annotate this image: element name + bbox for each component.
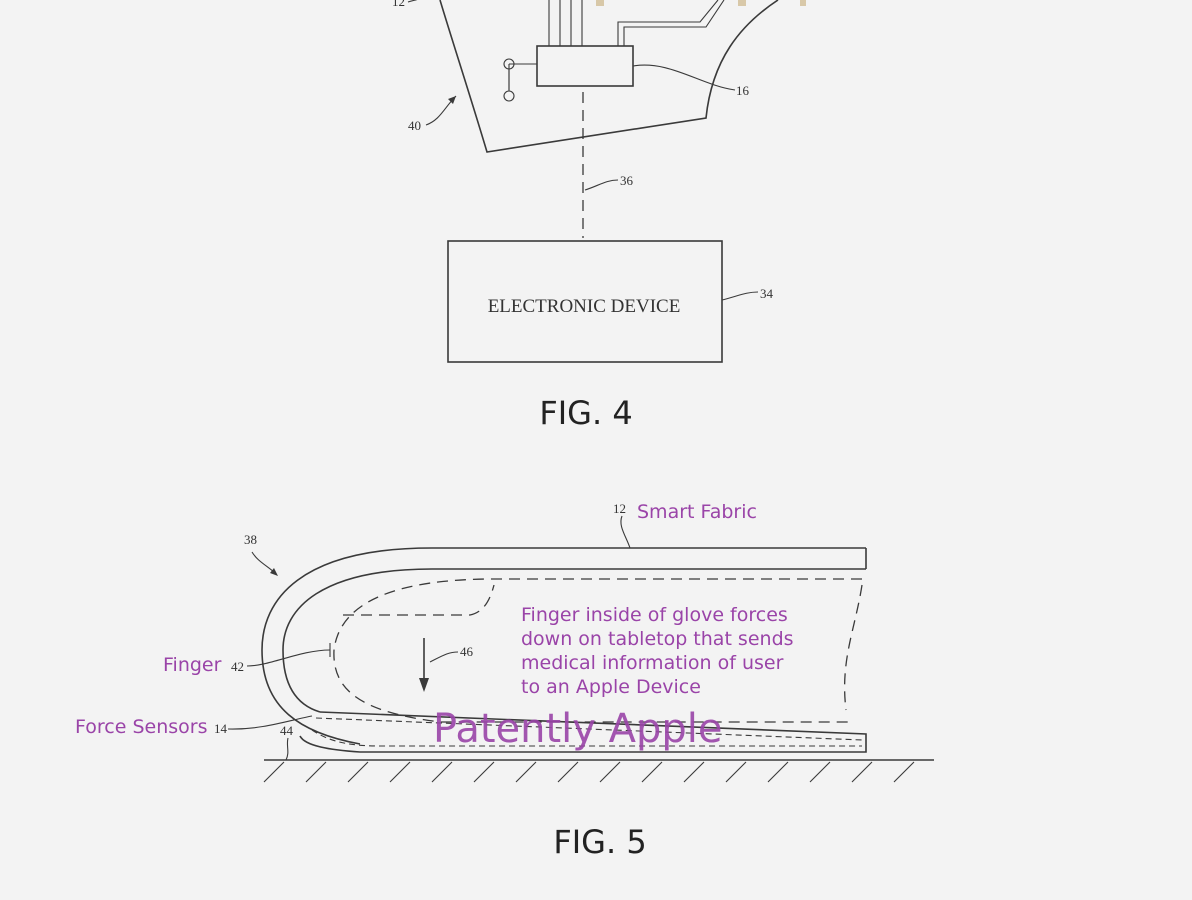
leader-42 <box>246 649 331 667</box>
smart-fabric-label: Smart Fabric <box>637 501 757 523</box>
force-sensor-layer <box>315 717 863 741</box>
electronic-device-label: ELECTRONIC DEVICE <box>488 296 681 317</box>
fig5-drawing: 46 12 Smart Fabric 38 Finger 42 Force Se… <box>75 501 934 861</box>
finger-outline <box>333 578 862 723</box>
electronic-device-box <box>447 240 723 363</box>
ref-44: 44 <box>280 723 294 738</box>
ref-42: 42 <box>231 659 244 674</box>
switch-symbol <box>508 63 537 90</box>
watermark-text: Patently Apple <box>433 706 723 752</box>
force-sensor-layer <box>311 729 862 747</box>
ref-38: 38 <box>244 532 257 547</box>
fig4-caption: FIG. 4 <box>539 394 632 432</box>
ref-34: 34 <box>760 286 774 301</box>
description-annotation: Finger inside of glove forces down on ta… <box>521 604 794 698</box>
force-sensors-label: Force Sensors <box>75 716 207 738</box>
leader-36 <box>584 179 619 191</box>
wire <box>617 0 719 46</box>
description-line: Finger inside of glove forces <box>521 604 788 626</box>
leader-12-top <box>407 0 418 3</box>
arrowhead-38 <box>270 568 278 576</box>
description-line: down on tabletop that sends <box>521 628 794 650</box>
leader-14 <box>227 715 313 730</box>
top-mark <box>800 0 806 6</box>
finger-outline-end <box>843 584 863 711</box>
switch-terminal <box>503 90 515 102</box>
fig5-caption: FIG. 5 <box>553 823 646 861</box>
glove-outline <box>439 0 779 153</box>
leader-34 <box>721 291 759 301</box>
description-line: medical information of user <box>521 652 784 674</box>
arrowhead-40 <box>448 96 456 104</box>
finger-nail <box>343 584 495 616</box>
top-mark <box>738 0 746 6</box>
ref-36: 36 <box>620 173 634 188</box>
ref-40: 40 <box>408 118 421 133</box>
glove-fabric-outer <box>261 547 866 745</box>
leader-16 <box>632 64 736 91</box>
glove-fabric-bottom <box>299 711 867 753</box>
ref-14: 14 <box>214 721 228 736</box>
glove-fabric-inner <box>282 568 866 713</box>
ref-16: 16 <box>736 83 750 98</box>
control-circuitry-box <box>536 45 634 87</box>
wire <box>623 0 725 46</box>
ref-46: 46 <box>460 644 474 659</box>
leader-46 <box>429 651 459 663</box>
leader-44 <box>285 737 289 761</box>
finger-label: Finger <box>163 654 222 676</box>
description-line: to an Apple Device <box>521 676 701 698</box>
leader-12 <box>620 515 631 549</box>
fig4-drawing: 16 12 40 36 ELECTRONIC DEVICE 34 FIG. 4 <box>392 0 806 432</box>
force-arrow-head <box>419 678 429 692</box>
top-mark <box>596 0 604 6</box>
ref-12: 12 <box>613 501 626 516</box>
tabletop-hatching <box>263 761 915 783</box>
ref-12-top: 12 <box>392 0 405 9</box>
